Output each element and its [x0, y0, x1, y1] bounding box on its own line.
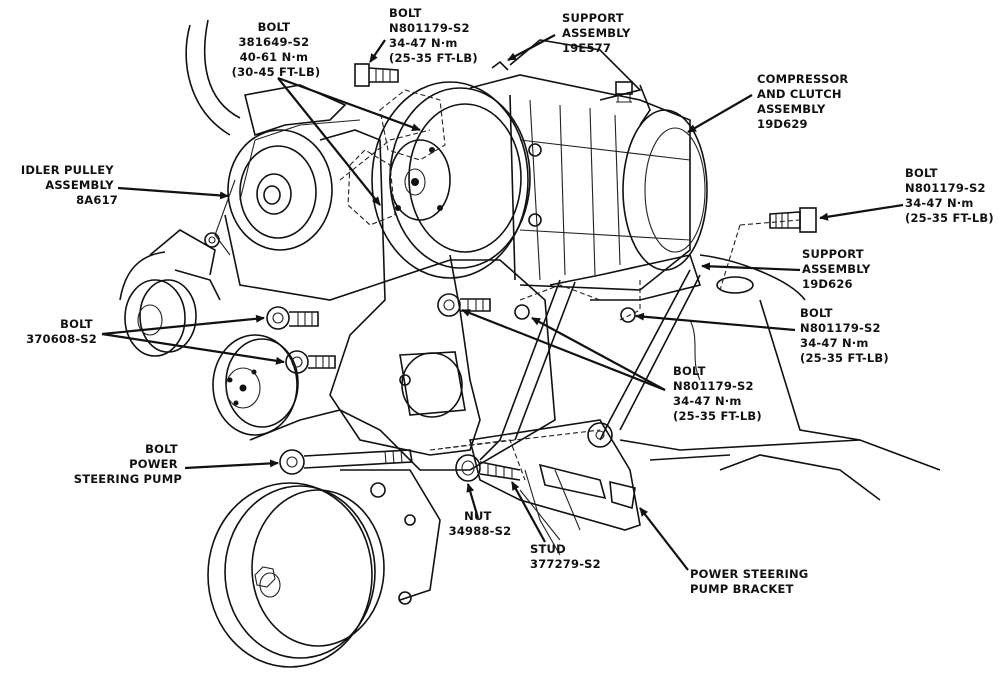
bolt-370608-upper [266, 306, 319, 330]
bolt-n801179-center-art [437, 293, 491, 317]
callout-bolt-370608: BOLT 370608-S2 [26, 317, 97, 346]
callout-labels: BOLT 381649-S2 40-61 N·m (30-45 FT-LB) B… [21, 6, 994, 596]
bolt-n801179-top-art [354, 63, 399, 87]
callout-support-19d626: SUPPORT ASSEMBLY 19D626 [802, 247, 875, 291]
callout-bolt-n801179-top: BOLT N801179-S2 34-47 N·m (25-35 FT-LB) [389, 6, 478, 65]
bolt-370608-lower [285, 350, 336, 374]
callout-bolt-n801179-right: BOLT N801179-S2 34-47 N·m (25-35 FT-LB) [905, 166, 994, 225]
bolt-n801179-right-art [769, 207, 817, 233]
bolt-ps-pump-art [279, 449, 413, 475]
power-steering-bracket [429, 419, 641, 556]
callout-bolt-n801179-center: BOLT N801179-S2 34-47 N·m (25-35 FT-LB) [673, 364, 762, 423]
callout-support-19e577: SUPPORT ASSEMBLY 19E577 [562, 11, 635, 55]
callout-idler-pulley: IDLER PULLEY ASSEMBLY 8A617 [21, 163, 118, 207]
leader-lines [101, 34, 904, 571]
compressor-body [469, 74, 708, 291]
fan-pulley [119, 229, 221, 357]
compressor-pulley [371, 81, 531, 279]
water-pump-pulley [212, 334, 299, 436]
callout-nut: NUT 34988-S2 [449, 509, 512, 538]
callout-compressor: COMPRESSOR AND CLUTCH ASSEMBLY 19D629 [757, 72, 853, 131]
callout-bolt-381649: BOLT 381649-S2 40-61 N·m (30-45 FT-LB) [232, 20, 321, 79]
compressor-stud [615, 81, 633, 103]
callout-bolt-ps-pump: BOLT POWER STEERING PUMP [74, 442, 182, 486]
nut-stud [444, 439, 526, 482]
frame-bolt [204, 232, 220, 248]
rear-support-bracket [479, 254, 702, 461]
callout-bolt-n801179-mid-right: BOLT N801179-S2 34-47 N·m (25-35 FT-LB) [800, 306, 889, 365]
callout-ps-bracket: POWER STEERING PUMP BRACKET [690, 567, 813, 596]
crank-pulley [207, 482, 385, 668]
idler-pulley [227, 129, 333, 251]
callout-stud: STUD 377279-S2 [530, 542, 601, 571]
